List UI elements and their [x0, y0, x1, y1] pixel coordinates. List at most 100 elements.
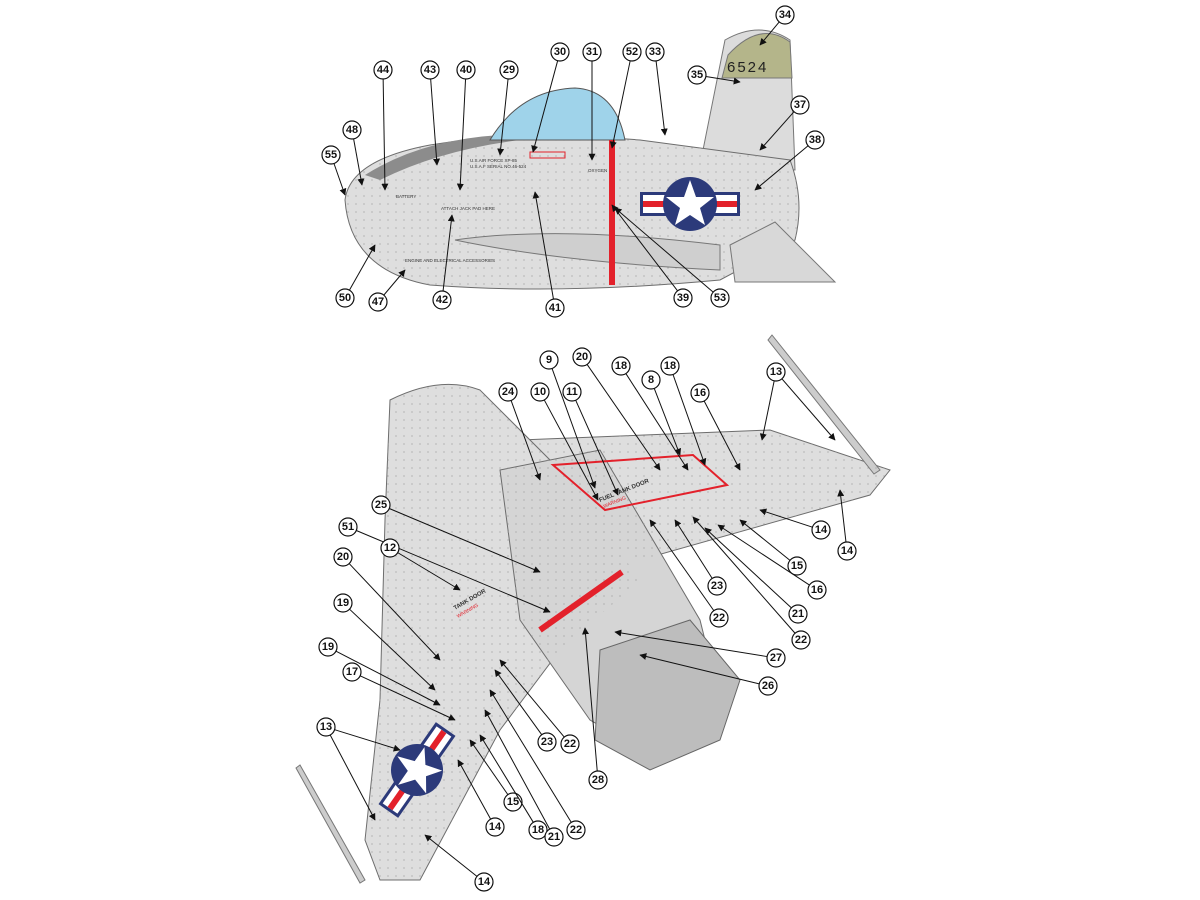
callout-circle — [766, 648, 786, 668]
under-callout-22: 22 — [692, 516, 811, 650]
leader-arrow — [348, 563, 441, 661]
callout-number: 19 — [322, 641, 334, 653]
callout-number: 21 — [548, 831, 560, 843]
leader-arrow — [532, 191, 554, 300]
leader-arrow — [381, 78, 389, 191]
under-callout-18: 18 — [611, 356, 689, 471]
callout-number: 9 — [546, 354, 552, 366]
side-callout-39: 39 — [611, 204, 693, 308]
callout-circle — [790, 95, 810, 115]
callout-number: 34 — [779, 9, 792, 21]
under-callout-23: 23 — [674, 519, 727, 596]
leader-arrow — [424, 834, 478, 877]
callout-circle — [690, 383, 710, 403]
callout-circle — [338, 517, 358, 537]
callout-circle — [371, 495, 391, 515]
callout-number: 18 — [532, 824, 544, 836]
leader-arrow — [551, 368, 597, 489]
callout-number: 17 — [346, 666, 358, 678]
callout-number: 22 — [795, 634, 807, 646]
callout-circle — [318, 637, 338, 657]
callout-number: 38 — [809, 134, 821, 146]
red-warning-stencil — [529, 151, 566, 159]
leader-arrow — [653, 388, 681, 456]
leader-arrow — [754, 145, 809, 191]
callout-circle — [530, 382, 550, 402]
callout-circle — [582, 42, 602, 62]
callout-number: 24 — [502, 386, 515, 398]
red-stripe-underside — [538, 569, 624, 633]
callout-circle — [537, 732, 557, 752]
callout-circle — [373, 60, 393, 80]
leader-arrow — [759, 21, 780, 46]
leader-arrow — [349, 608, 436, 691]
callout-circle — [342, 120, 362, 140]
callout-number: 27 — [770, 652, 782, 664]
side-callout-37: 37 — [759, 95, 810, 151]
callout-circle — [380, 538, 400, 558]
leader-arrow — [499, 659, 565, 738]
callout-circle — [811, 520, 831, 540]
callout-number: 16 — [811, 584, 823, 596]
callout-circle — [528, 820, 548, 840]
callout-circle — [503, 792, 523, 812]
callout-circle — [766, 362, 786, 382]
leader-arrow — [442, 214, 455, 292]
leader-arrow — [389, 508, 541, 573]
side-view: 6524 U.S.AIR FORCE XP-85 U.S.A.F SERIAL … — [344, 29, 837, 290]
leader-arrow — [457, 759, 492, 820]
callout-number: 29 — [503, 64, 515, 76]
under-callout-16: 16 — [690, 383, 741, 471]
callout-number: 8 — [648, 374, 654, 386]
callout-number: 11 — [566, 386, 578, 398]
stencil-battery: BATTERY — [396, 194, 416, 199]
callout-circle — [572, 347, 592, 367]
horizontal-stabilizer — [729, 221, 837, 283]
callout-circle — [710, 288, 730, 308]
callout-number: 13 — [320, 721, 332, 733]
callout-number: 20 — [337, 551, 349, 563]
callout-number: 28 — [592, 774, 604, 786]
callout-number: 16 — [694, 387, 706, 399]
side-callout-38: 38 — [754, 130, 825, 191]
callout-number: 33 — [649, 46, 661, 58]
leader-arrow — [609, 60, 631, 149]
side-callout-53: 53 — [614, 207, 730, 308]
under-callout-15: 15 — [739, 519, 807, 576]
leader-arrow — [335, 650, 441, 706]
callout-circle — [709, 608, 729, 628]
leader-arrow — [383, 269, 406, 296]
callout-circle — [333, 547, 353, 567]
leader-arrow — [672, 374, 707, 466]
leader-arrow — [781, 378, 836, 441]
callout-circle — [707, 576, 727, 596]
leader-arrow — [469, 739, 509, 795]
leader-arrow — [655, 60, 668, 136]
callout-circle — [788, 604, 808, 624]
leader-arrow — [704, 527, 792, 609]
leader-arrow — [497, 78, 509, 156]
under-callout-28: 28 — [582, 627, 608, 790]
under-callout-22: 22 — [499, 659, 580, 754]
under-callout-19: 19 — [318, 637, 441, 706]
callout-number: 35 — [691, 69, 703, 81]
callout-circle — [499, 60, 519, 80]
leader-arrow — [333, 163, 347, 196]
callout-circle — [560, 734, 580, 754]
under-callout-25: 25 — [371, 495, 541, 573]
leader-arrow — [479, 734, 534, 823]
callout-number: 30 — [554, 46, 566, 58]
leader-arrow — [614, 207, 714, 293]
callout-number: 40 — [460, 64, 472, 76]
callout-number: 55 — [325, 149, 337, 161]
callout-number: 14 — [478, 876, 491, 888]
callout-number: 44 — [377, 64, 390, 76]
red-stripe — [609, 140, 615, 285]
callout-number: 31 — [586, 46, 598, 58]
callout-number: 51 — [342, 521, 354, 533]
under-callout-9: 9 — [539, 350, 597, 489]
callout-circle — [758, 676, 778, 696]
under-callout-13: 13 — [316, 717, 401, 821]
under-callout-20: 20 — [572, 347, 661, 471]
under-callout-20: 20 — [333, 547, 441, 661]
